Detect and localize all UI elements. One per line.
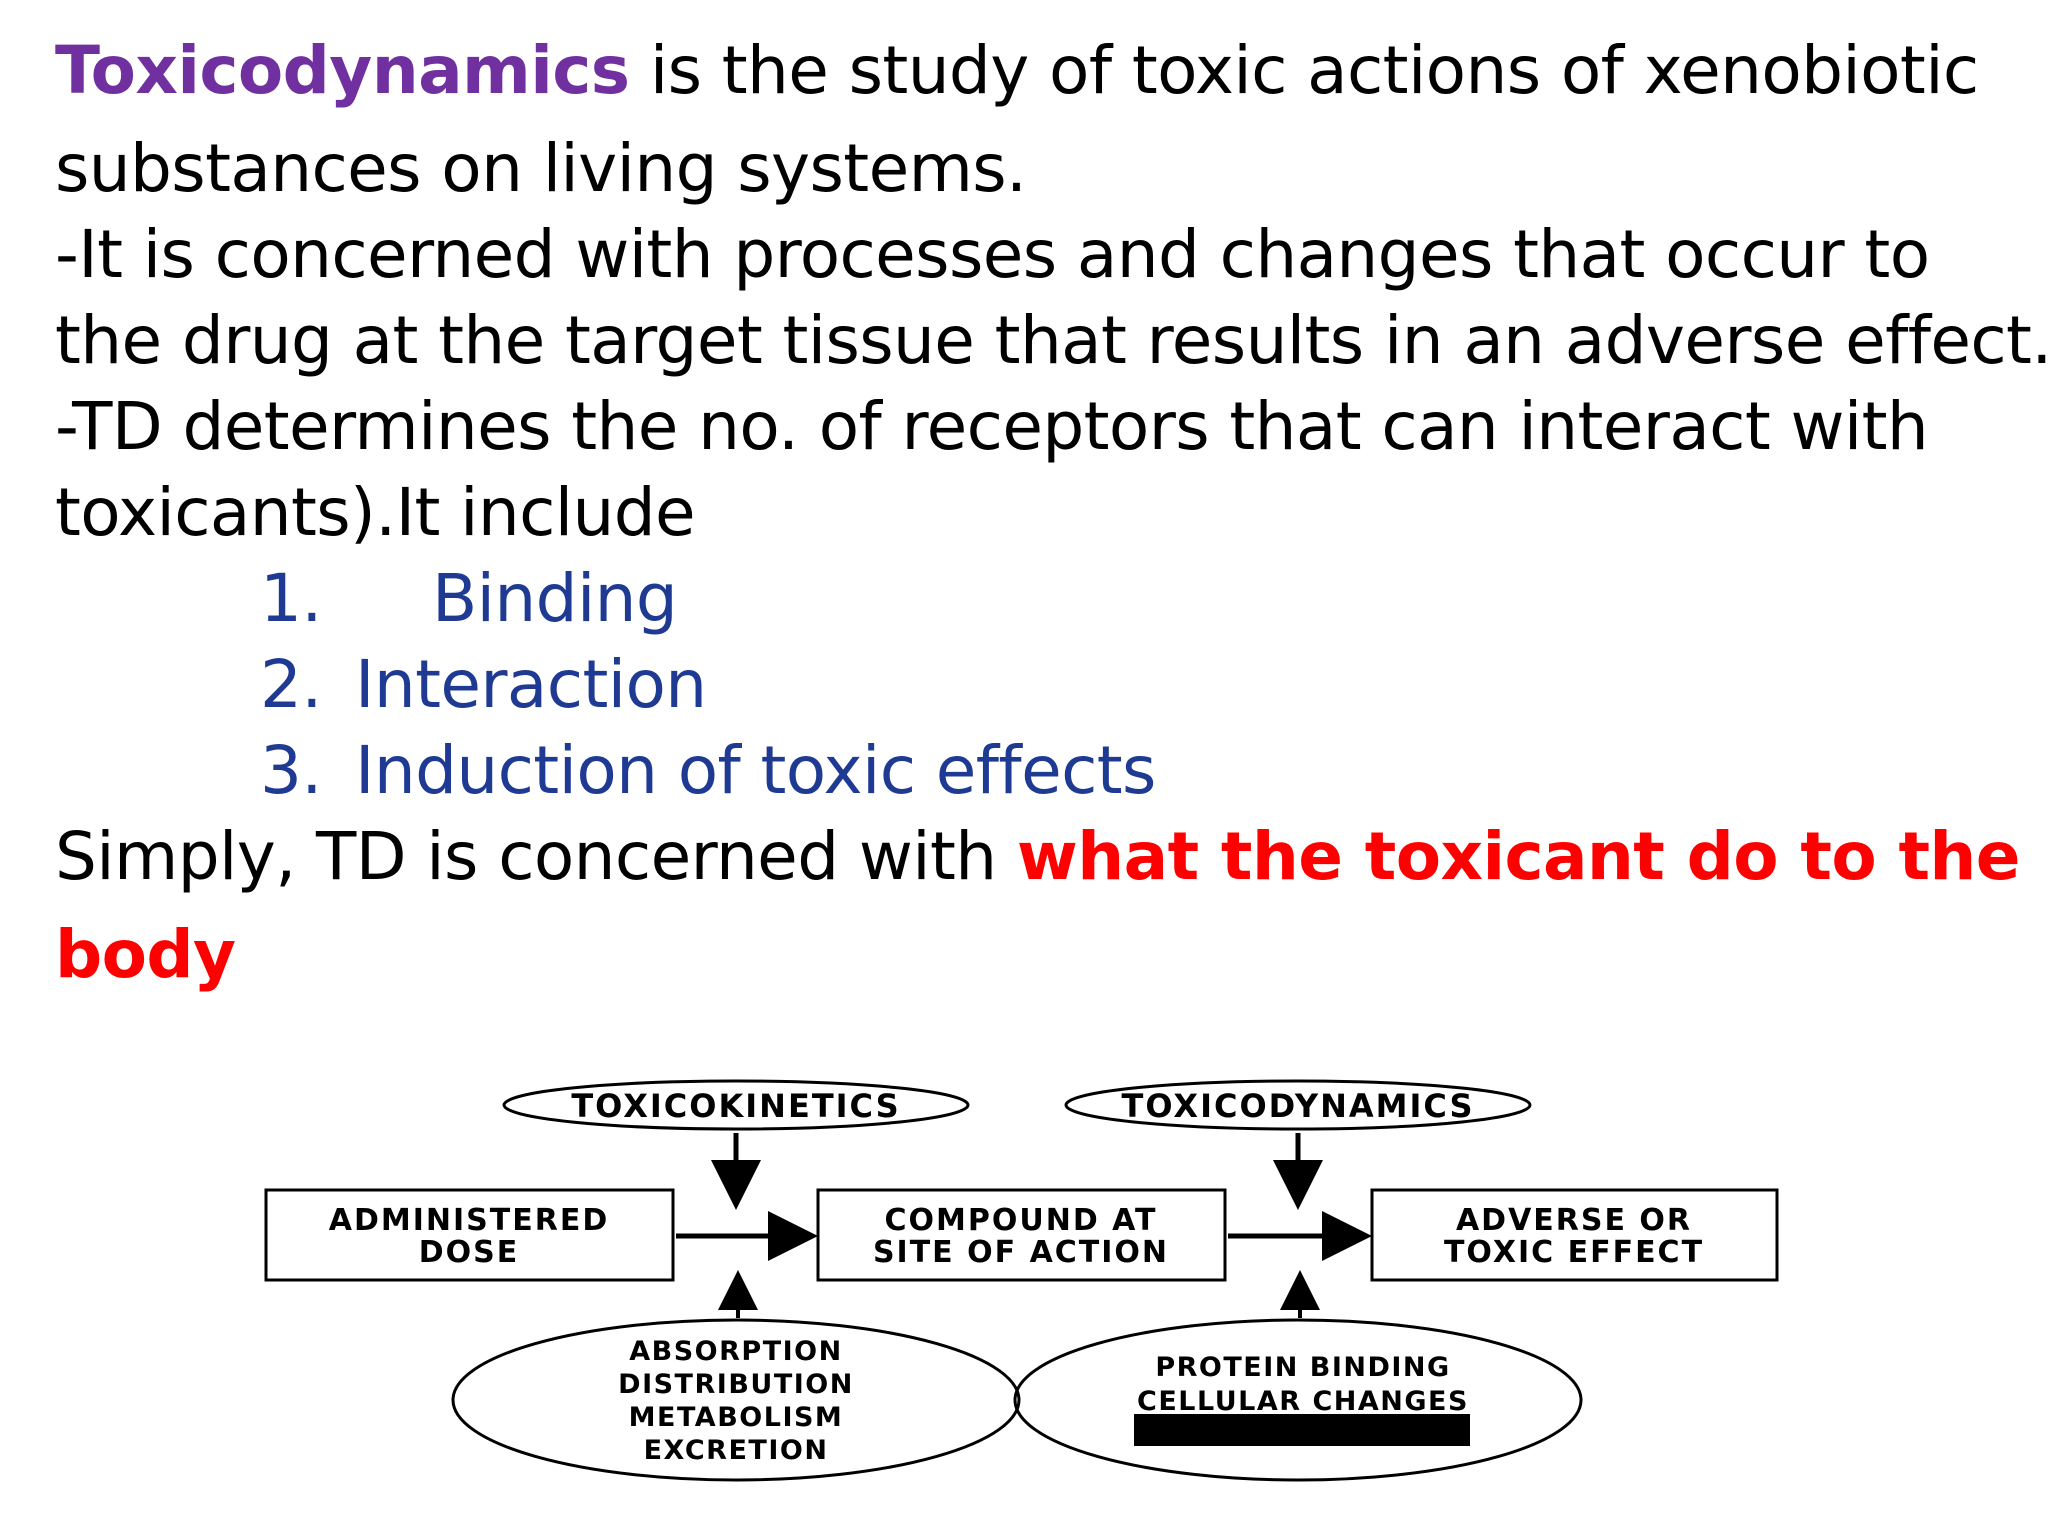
administered-dose-label-1: ADMINISTERED	[329, 1203, 609, 1238]
adverse-effect-box: ADVERSE OR TOXIC EFFECT	[1370, 1188, 1779, 1282]
intro-line-1: Toxicodynamics is the study of toxic act…	[55, 28, 2045, 126]
administered-dose-label-2: DOSE	[419, 1235, 520, 1270]
adme-metabolism: METABOLISM	[629, 1402, 844, 1433]
adme-absorption: ABSORPTION	[629, 1336, 842, 1367]
adme-excretion: EXCRETION	[644, 1435, 829, 1466]
toxicodynamics-term: Toxicodynamics	[55, 32, 630, 109]
list-number: 2.	[260, 646, 322, 723]
adme-distribution: DISTRIBUTION	[618, 1369, 854, 1400]
adme-ellipse: ABSORPTION DISTRIBUTION METABOLISM EXCRE…	[451, 1318, 1021, 1482]
intro-line-5: -TD determines the no. of receptors that…	[55, 388, 1929, 465]
list-label: Interaction	[355, 646, 707, 723]
intro-line-4: the drug at the target tissue that resul…	[55, 302, 2048, 379]
toxicodynamics-ellipse: TOXICODYNAMICS	[1064, 1079, 1532, 1131]
list-item-induction: 3. Induction of toxic effects	[55, 728, 2045, 814]
list-label: Binding	[432, 560, 678, 637]
toxicokinetics-ellipse: TOXICOKINETICS	[502, 1079, 970, 1131]
compound-site-box: COMPOUND AT SITE OF ACTION	[816, 1188, 1227, 1282]
list-item-interaction: 2. Interaction	[55, 642, 2045, 728]
intro-line-2: substances on living systems.	[55, 130, 1027, 207]
cellular-changes-label: CELLULAR CHANGES	[1137, 1386, 1469, 1417]
protein-binding-ellipse: PROTEIN BINDING CELLULAR CHANGES	[1013, 1318, 1583, 1482]
administered-dose-box: ADMINISTERED DOSE	[264, 1188, 675, 1282]
intro-line-6: toxicants).It include	[55, 474, 696, 551]
compound-site-label-1: COMPOUND AT	[884, 1203, 1157, 1238]
redaction-bar	[1134, 1414, 1470, 1446]
intro-definition: is the study of toxic actions of xenobio…	[629, 32, 1979, 109]
summary-prefix: Simply, TD is concerned with	[55, 818, 1017, 895]
intro-line-3: -It is concerned with processes and chan…	[55, 216, 1930, 293]
list-number: 1.	[260, 560, 322, 637]
summary-emphasis: what the toxicant do to the	[1016, 818, 2021, 895]
summary-line-1: Simply, TD is concerned with what the to…	[55, 814, 2045, 912]
toxicodynamics-label: TOXICODYNAMICS	[1122, 1087, 1475, 1125]
adverse-effect-label-1: ADVERSE OR	[1456, 1203, 1692, 1238]
toxicokinetics-label: TOXICOKINETICS	[571, 1087, 900, 1125]
list-number: 3.	[260, 732, 322, 809]
summary-line-2: body	[55, 916, 236, 993]
protein-binding-label: PROTEIN BINDING	[1155, 1352, 1450, 1383]
list-label: Induction of toxic effects	[355, 732, 1156, 809]
adverse-effect-label-2: TOXIC EFFECT	[1444, 1235, 1704, 1270]
slide-body-text: Toxicodynamics is the study of toxic act…	[55, 28, 2048, 998]
list-item-binding: 1. Binding	[55, 556, 2045, 642]
compound-site-label-2: SITE OF ACTION	[873, 1235, 1169, 1270]
